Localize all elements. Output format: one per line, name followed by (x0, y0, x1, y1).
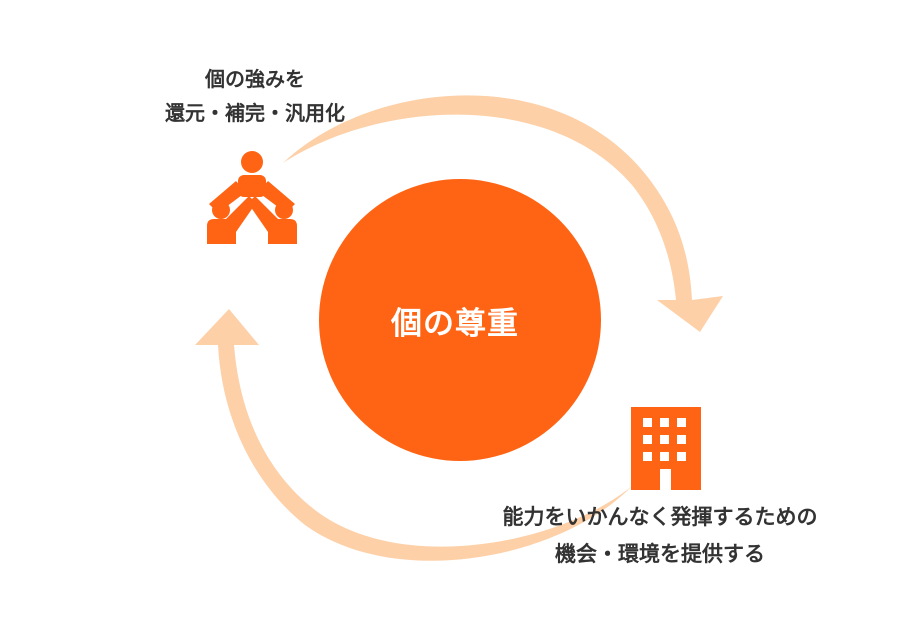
people-caption-line1: 個の強みを (205, 67, 305, 91)
building-caption: 能力をいかんなく発揮するための 機会・環境を提供する (420, 499, 900, 573)
people-group-icon (207, 151, 297, 244)
people-caption: 個の強みを 還元・補完・汎用化 (110, 62, 400, 130)
people-caption-line2: 還元・補完・汎用化 (165, 101, 345, 125)
building-caption-line2: 機会・環境を提供する (555, 542, 765, 566)
cycle-arrow-top (283, 95, 723, 332)
building-caption-line1: 能力をいかんなく発揮するための (502, 505, 818, 529)
cycle-arrow-bottom (195, 309, 632, 561)
center-label: 個の尊重 (391, 306, 519, 342)
office-building-icon (631, 407, 701, 490)
center-circle (319, 179, 601, 461)
